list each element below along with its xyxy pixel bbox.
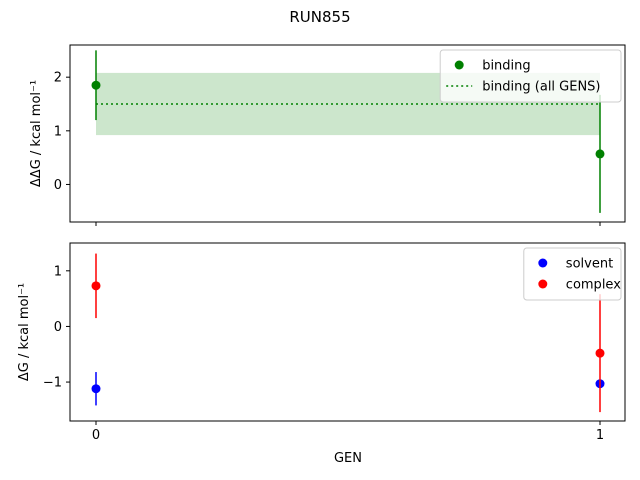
legend-marker bbox=[538, 279, 548, 289]
y-tick-label: 1 bbox=[54, 124, 62, 139]
x-tick-label: 0 bbox=[92, 428, 100, 443]
y-tick-label: 0 bbox=[54, 320, 62, 335]
legend-label: binding (all GENS) bbox=[482, 80, 600, 95]
x-axis-label: GEN bbox=[334, 451, 362, 466]
data-point bbox=[91, 281, 101, 291]
y-tick-label: 0 bbox=[54, 178, 62, 193]
data-point bbox=[595, 348, 605, 358]
plot-frame bbox=[69, 44, 626, 223]
chart-title: RUN855 bbox=[289, 8, 350, 26]
legend: binding binding (all GENS) bbox=[439, 49, 622, 103]
legend-marker bbox=[454, 60, 464, 70]
data-point bbox=[91, 384, 101, 394]
legend-box bbox=[439, 49, 622, 103]
data-point bbox=[91, 80, 101, 90]
y-tick-label: 2 bbox=[54, 71, 62, 86]
legend-label: binding bbox=[482, 59, 530, 74]
legend-label: solvent bbox=[566, 257, 613, 272]
y-tick-label: 1 bbox=[54, 264, 62, 279]
plot-frame bbox=[69, 242, 626, 422]
legend-label: complex bbox=[566, 278, 621, 293]
y-tick-label: −1 bbox=[43, 376, 62, 391]
y-axis-label: ΔG / kcal mol⁻¹ bbox=[17, 283, 32, 381]
solvent-complex-panel: −1 0 1 0 1 ΔG / kcal mol⁻¹ solvent complex bbox=[17, 242, 626, 443]
legend: solvent complex bbox=[523, 247, 622, 301]
y-axis-label: ΔΔG / kcal mol⁻¹ bbox=[29, 80, 44, 187]
data-point bbox=[595, 149, 605, 159]
legend-box bbox=[523, 247, 622, 301]
legend-marker bbox=[538, 258, 548, 268]
x-tick-label: 1 bbox=[596, 428, 604, 443]
